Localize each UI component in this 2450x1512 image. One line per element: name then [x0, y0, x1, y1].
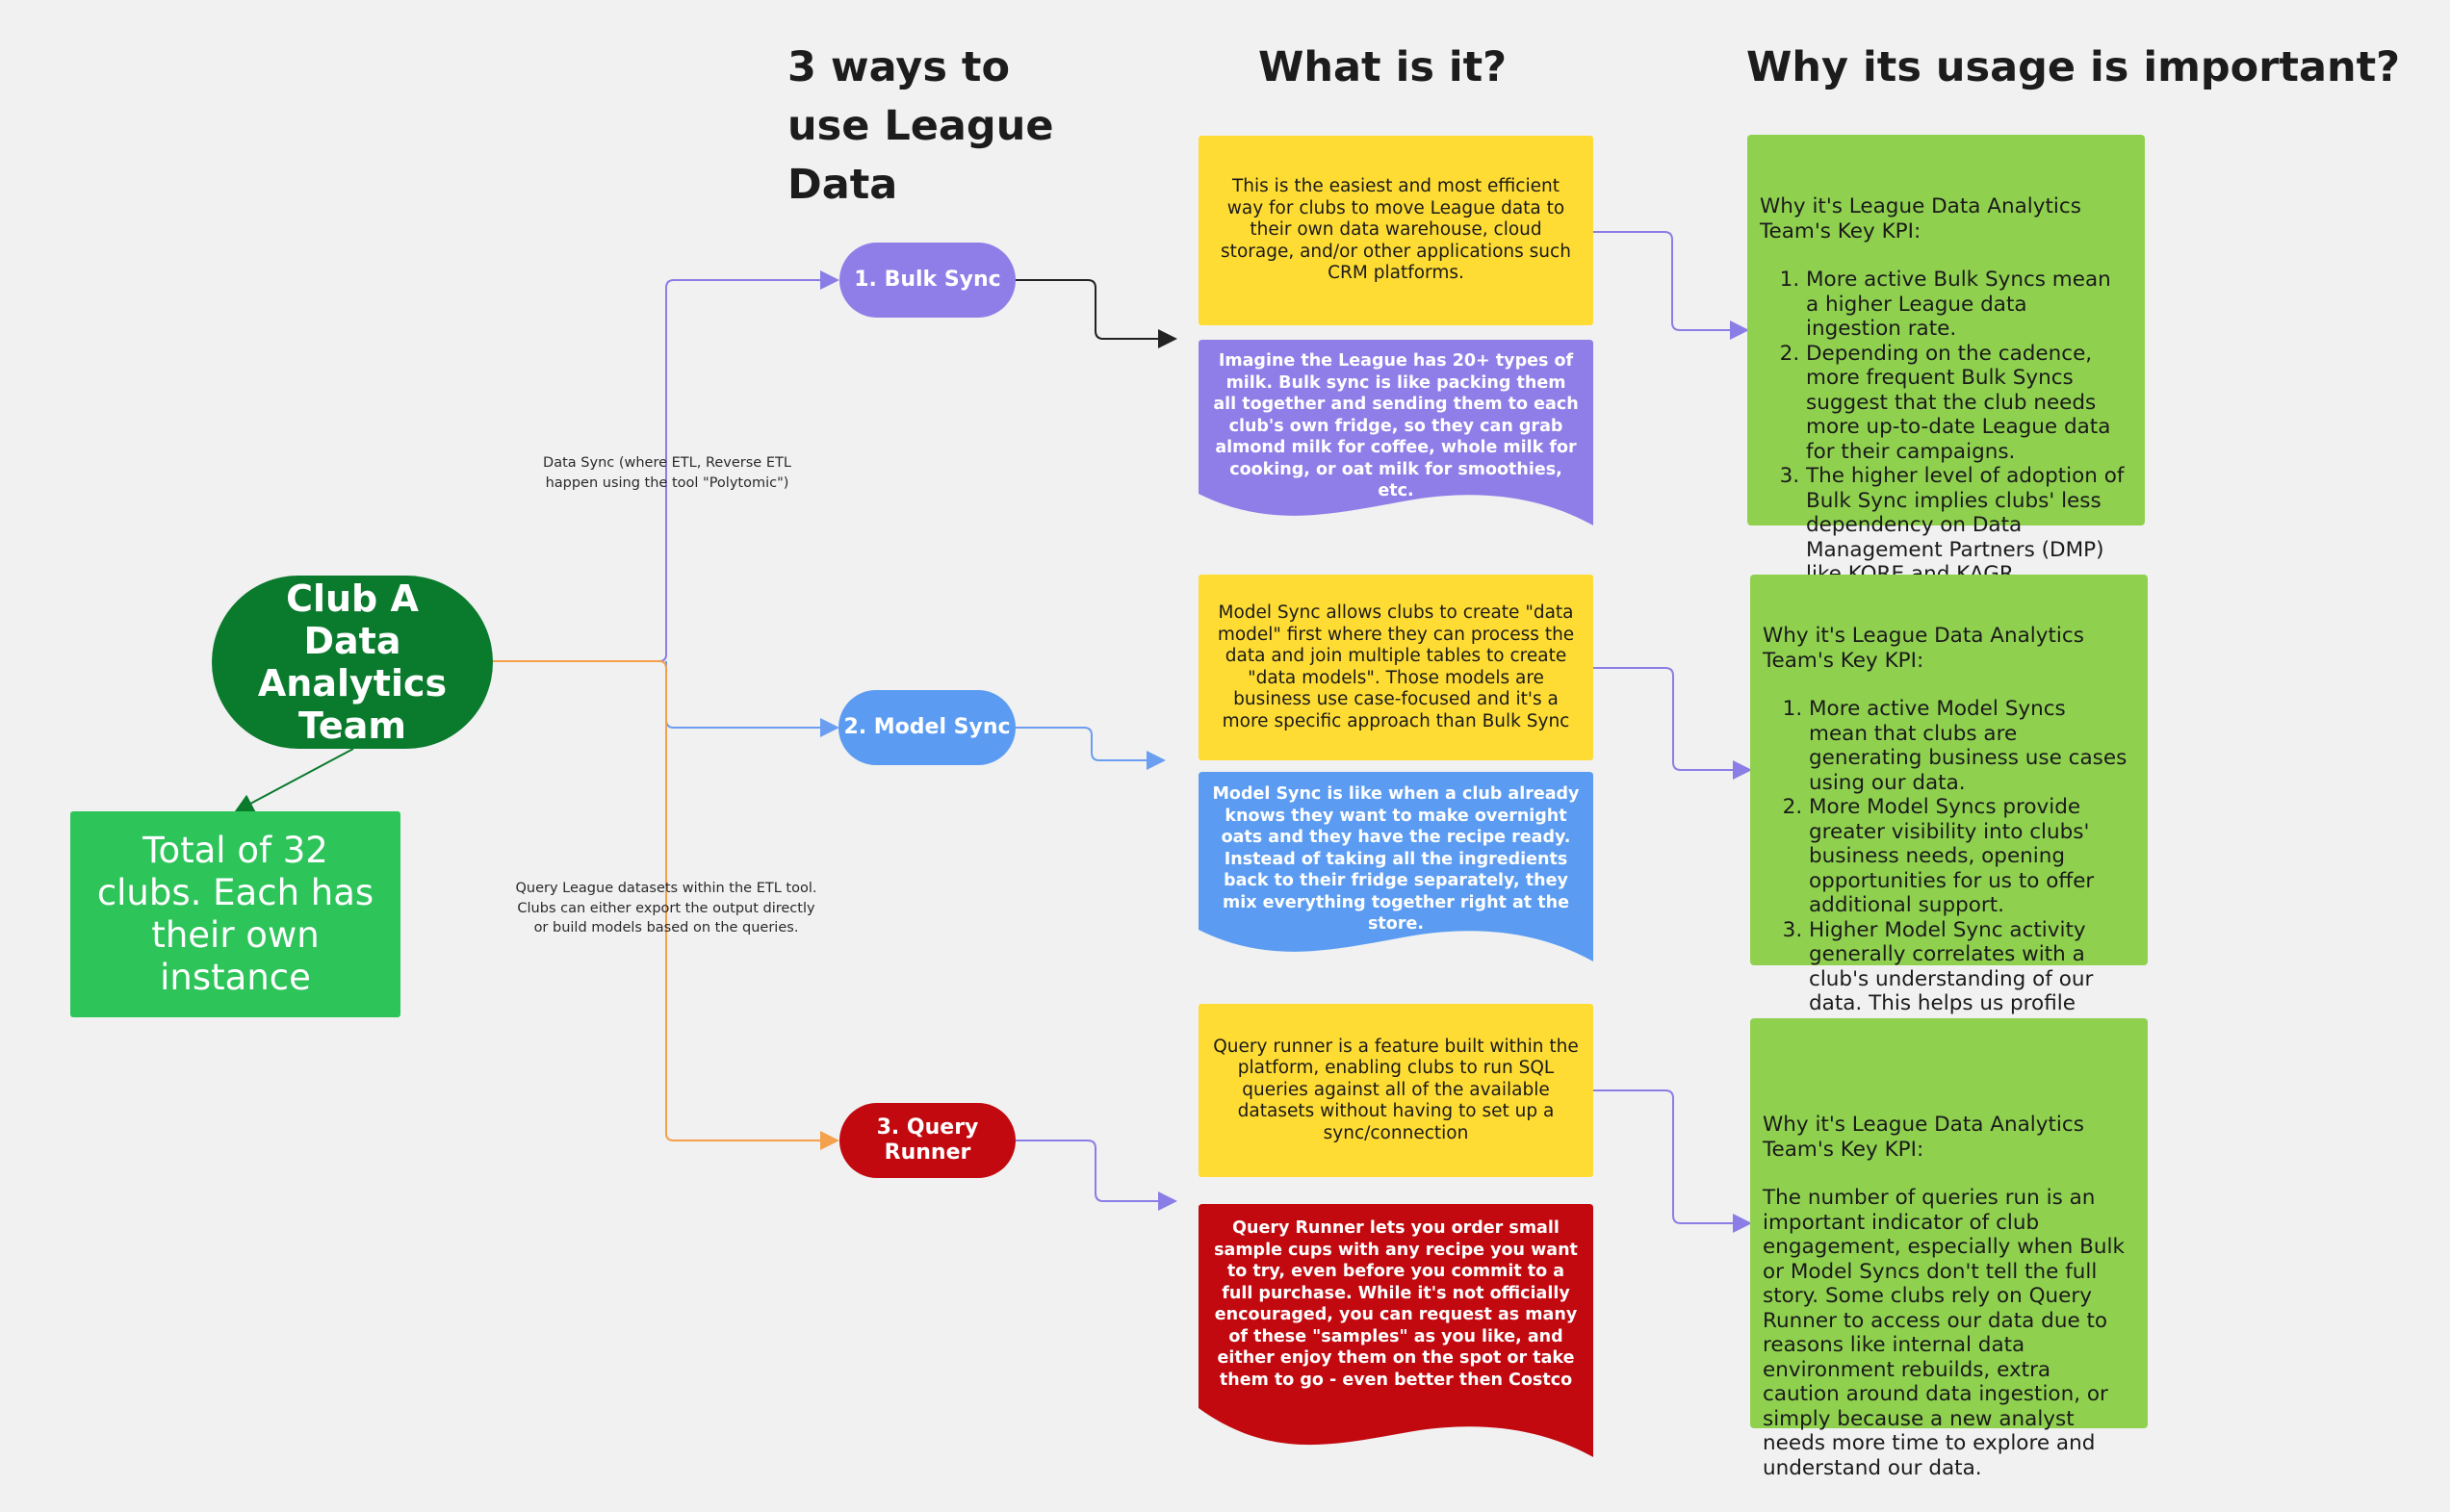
why-query-runner: Why it's League Data Analytics Team's Ke… — [1750, 1018, 2148, 1480]
why-bulk-sync-list: More active Bulk Syncs mean a higher Lea… — [1760, 268, 2128, 587]
analogy-query-runner-text: Query Runner lets you order small sample… — [1214, 1218, 1578, 1390]
edge-root-to-model — [665, 661, 839, 737]
why-bulk-sync-heading: Why it's League Data Analytics Team's Ke… — [1760, 194, 2081, 243]
method-bulk-sync[interactable]: 1. Bulk Sync — [839, 243, 1016, 318]
why-query-runner-text: The number of queries run is an importan… — [1763, 1186, 2125, 1480]
why-model-sync-point: More active Model Syncs mean that clubs … — [1809, 697, 2130, 795]
edge-model-to-why — [1593, 667, 1752, 780]
why-model-sync: Why it's League Data Analytics Team's Ke… — [1750, 575, 2148, 1064]
edge-bulk-to-card — [1016, 279, 1177, 348]
edge-query-to-card — [1016, 1140, 1177, 1211]
analogy-model-sync: Model Sync is like when a club already k… — [1199, 772, 1593, 961]
edge-query-to-why — [1593, 1089, 1752, 1233]
why-query-runner-heading: Why it's League Data Analytics Team's Ke… — [1763, 1113, 2084, 1162]
heading-ways: 3 ways to use League Data — [787, 43, 1054, 209]
method-query-runner-label: 3. Query Runner — [876, 1115, 979, 1165]
clubs-note: Total of 32 clubs. Each has their own in… — [70, 811, 400, 1017]
why-model-sync-list: More active Model Syncs mean that clubs … — [1763, 697, 2130, 1065]
analogy-bulk-sync-shape — [1199, 340, 1593, 525]
definition-model-sync-text: Model Sync allows clubs to create "data … — [1217, 602, 1575, 731]
edge-root-to-query — [493, 660, 839, 1150]
edge-label-data-sync: Data Sync (where ETL, Reverse ETL happen… — [543, 455, 791, 491]
edge-root-to-note — [234, 748, 354, 812]
why-bulk-sync-point: More active Bulk Syncs mean a higher Lea… — [1806, 268, 2128, 342]
method-bulk-sync-label: 1. Bulk Sync — [854, 268, 1001, 292]
definition-bulk-sync: This is the easiest and most efficient w… — [1199, 136, 1593, 325]
edge-bulk-to-why — [1593, 231, 1749, 340]
analogy-model-sync-text: Model Sync is like when a club already k… — [1212, 784, 1580, 934]
clubs-note-text: Total of 32 clubs. Each has their own in… — [96, 830, 374, 998]
why-bulk-sync-point: Depending on the cadence, more frequent … — [1806, 342, 2128, 465]
edge-model-to-card — [1016, 727, 1166, 770]
analogy-query-runner-shape — [1199, 1204, 1593, 1457]
method-model-sync[interactable]: 2. Model Sync — [838, 690, 1016, 765]
analogy-model-sync-shape — [1199, 772, 1593, 961]
edge-label-query: Query League datasets within the ETL too… — [515, 881, 817, 935]
why-model-sync-heading: Why it's League Data Analytics Team's Ke… — [1763, 624, 2084, 673]
definition-query-runner: Query runner is a feature built within t… — [1199, 1004, 1593, 1177]
why-bulk-sync: Why it's League Data Analytics Team's Ke… — [1747, 135, 2145, 586]
analogy-bulk-sync-text: Imagine the League has 20+ types of milk… — [1213, 351, 1579, 500]
definition-query-runner-text: Query runner is a feature built within t… — [1213, 1036, 1579, 1143]
method-model-sync-label: 2. Model Sync — [843, 715, 1011, 739]
root-node-label: Club A Data Analytics Team — [257, 577, 448, 747]
analogy-query-runner: Query Runner lets you order small sample… — [1199, 1204, 1593, 1457]
root-node: Club A Data Analytics Team — [212, 576, 493, 749]
definition-model-sync: Model Sync allows clubs to create "data … — [1199, 575, 1593, 760]
heading-what: What is it? — [1258, 43, 1508, 91]
heading-why: Why its usage is important? — [1746, 43, 2401, 91]
analogy-bulk-sync: Imagine the League has 20+ types of milk… — [1199, 340, 1593, 525]
why-model-sync-point: More Model Syncs provide greater visibil… — [1809, 795, 2130, 918]
why-bulk-sync-point: The higher level of adoption of Bulk Syn… — [1806, 464, 2128, 587]
method-query-runner[interactable]: 3. Query Runner — [839, 1103, 1016, 1178]
definition-bulk-sync-text: This is the easiest and most efficient w… — [1221, 176, 1571, 284]
